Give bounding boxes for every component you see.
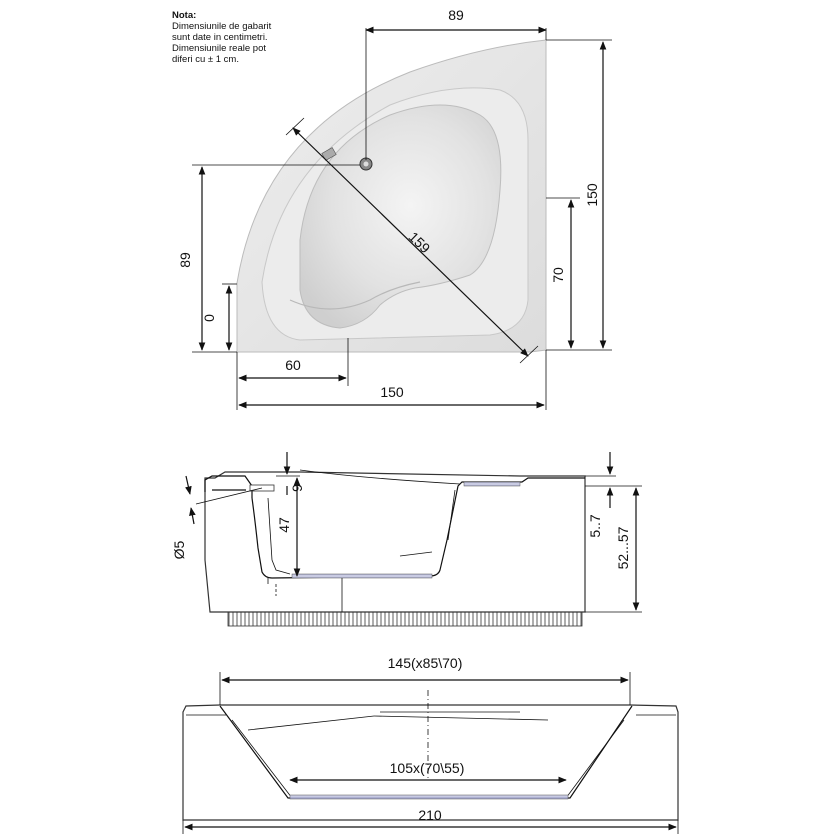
dim-bottom-short: 60 bbox=[285, 357, 301, 373]
dim-bottom-width: 150 bbox=[380, 384, 404, 400]
dim-left-small: 0 bbox=[201, 314, 217, 322]
dim-left-height: 89 bbox=[177, 252, 193, 268]
top-view: 89 150 70 89 0 159 60 150 bbox=[177, 7, 612, 410]
dim-bottom-length: 105x(70\55) bbox=[390, 760, 465, 776]
plinth bbox=[227, 611, 583, 627]
note-line-4: diferi cu ± 1 cm. bbox=[172, 54, 239, 65]
note-title: Nota: bbox=[172, 10, 197, 21]
dim-top-length: 145(x85\70) bbox=[388, 655, 463, 671]
section-view: 145(x85\70) 105x(70\55) 210 bbox=[182, 655, 679, 834]
note-line-3: Dimensiunile reale pot bbox=[172, 43, 266, 54]
note-line-1: Dimensiunile de gabarit bbox=[172, 21, 272, 32]
side-basin bbox=[251, 477, 585, 579]
side-view: 9 47 Ø5 5..7 52...57 bbox=[171, 452, 642, 627]
dim-total-length: 210 bbox=[418, 807, 442, 823]
dim-drain: Ø5 bbox=[171, 540, 187, 559]
dim-right-inner: 70 bbox=[550, 267, 566, 283]
dim-rim-adjust: 5..7 bbox=[587, 514, 603, 538]
note-line-2: sunt date in centimetri. bbox=[172, 32, 268, 43]
dim-total-height: 52...57 bbox=[615, 526, 631, 569]
side-outline bbox=[204, 471, 586, 613]
dim-right-height: 150 bbox=[584, 183, 600, 207]
dim-depth: 47 bbox=[276, 517, 292, 533]
section-outline bbox=[182, 704, 679, 821]
dim-top-width: 89 bbox=[448, 7, 464, 23]
note-block: Nota: Dimensiunile de gabarit sunt date … bbox=[172, 10, 302, 65]
